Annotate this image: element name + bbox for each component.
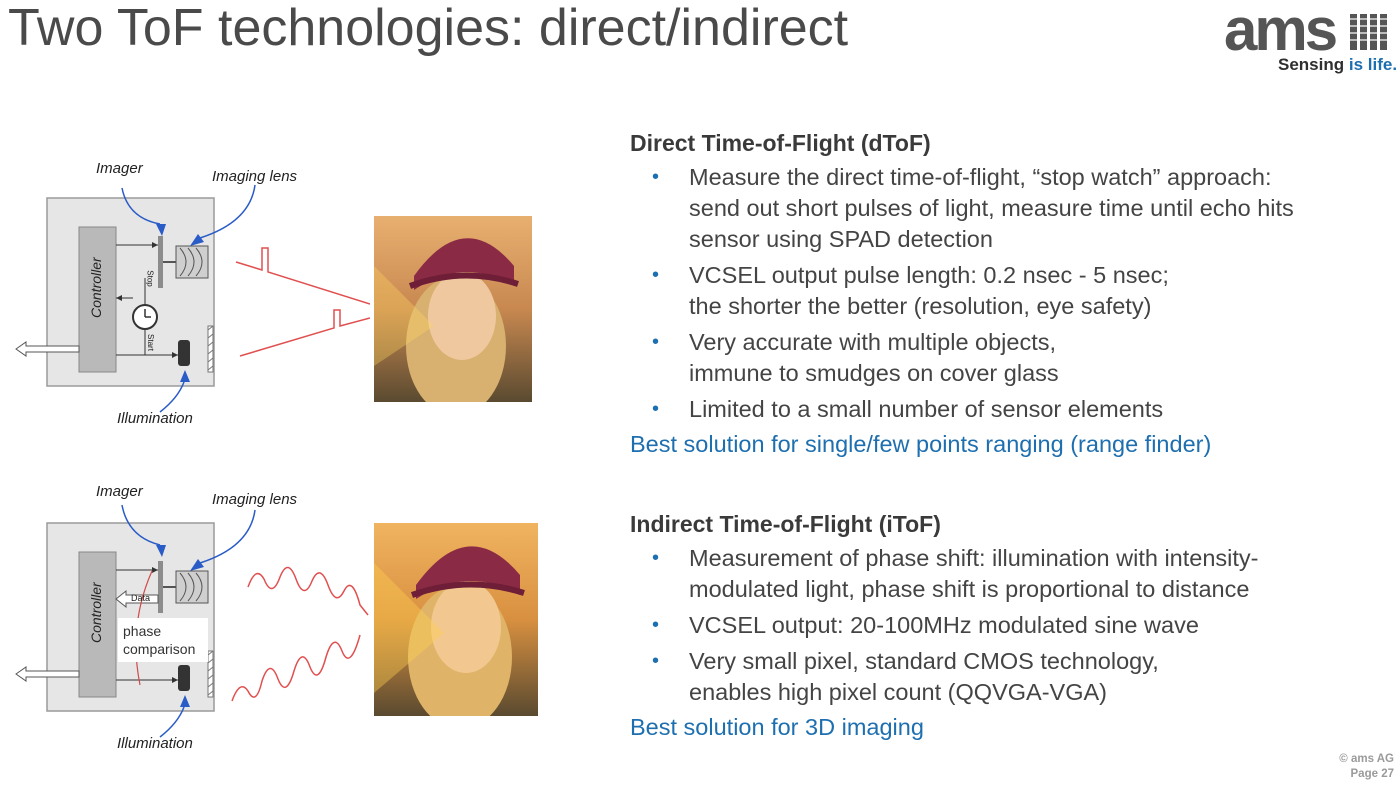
footer: © ams AG Page 27: [1339, 752, 1394, 782]
list-item: VCSEL output pulse length: 0.2 nsec - 5 …: [630, 260, 1370, 322]
list-item: Measurement of phase shift: illumination…: [630, 543, 1370, 605]
itof-bullets: Measurement of phase shift: illumination…: [630, 543, 1370, 708]
imaging-lens-label-2: Imaging lens: [212, 491, 298, 508]
logo-text: ams: [1224, 4, 1336, 63]
tagline: Sensing is life.: [1278, 55, 1398, 74]
list-item: Limited to a small number of sensor elem…: [630, 394, 1370, 425]
dtof-section: Direct Time-of-Flight (dToF) Measure the…: [630, 130, 1370, 458]
itof-heading: Indirect Time-of-Flight (iToF): [630, 511, 941, 537]
itof-best-solution: Best solution for 3D imaging: [630, 714, 924, 740]
imager-label-2: Imager: [96, 483, 143, 500]
ams-logo: ams: [1224, 4, 1387, 63]
list-item: VCSEL output: 20-100MHz modulated sine w…: [630, 610, 1370, 641]
illumination-label: Illumination: [117, 410, 193, 427]
data-label: Data: [131, 593, 151, 603]
start-label: Start: [145, 334, 155, 351]
list-item: Very small pixel, standard CMOS technolo…: [630, 646, 1370, 708]
dtof-bullets: Measure the direct time-of-flight, “stop…: [630, 162, 1370, 425]
target-photo-top: [374, 216, 532, 402]
copyright: © ams AG: [1339, 753, 1394, 765]
imager-label: Imager: [96, 160, 143, 177]
controller-label: Controller: [88, 257, 104, 318]
phase-comparison-label: phase comparison: [123, 623, 196, 657]
target-photo-bottom: [374, 523, 538, 716]
stop-label: Stop: [145, 270, 155, 287]
dtof-heading: Direct Time-of-Flight (dToF): [630, 130, 931, 156]
itof-diagram: Imager Imaging lens Illumination Control…: [0, 475, 370, 775]
imaging-lens-label: Imaging lens: [212, 168, 298, 185]
illumination-label-2: Illumination: [117, 735, 193, 752]
itof-section: Indirect Time-of-Flight (iToF) Measureme…: [630, 511, 1370, 741]
list-item: Measure the direct time-of-flight, “stop…: [630, 162, 1370, 255]
dtof-best-solution: Best solution for single/few points rang…: [630, 431, 1212, 457]
controller-label-2: Controller: [88, 582, 104, 643]
slide-title: Two ToF technologies: direct/indirect: [8, 0, 849, 57]
page-number: Page 27: [1350, 768, 1394, 780]
list-item: Very accurate with multiple objects,immu…: [630, 327, 1370, 389]
dtof-diagram: Imager Imaging lens Illumination Control…: [0, 150, 370, 450]
